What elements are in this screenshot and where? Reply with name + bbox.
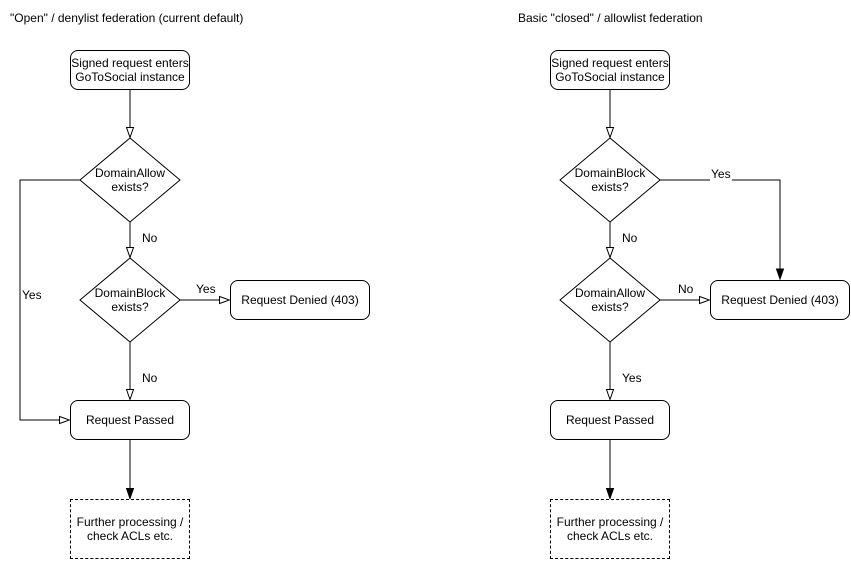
decision2-right-line1: DomainAllow xyxy=(574,286,646,300)
edge-label-decision2-no-left: No xyxy=(141,371,159,385)
decision2-diamond-left xyxy=(79,257,181,343)
node-further-right: Further processing / check ACLs etc. xyxy=(550,499,670,559)
edge-decision1-yes-loop-left xyxy=(19,179,80,420)
node-further-right-line2: check ACLs etc. xyxy=(566,529,654,543)
decision2-label-left: DomainBlock exists? xyxy=(80,286,180,314)
node-start-right-line2: GoToSocial instance xyxy=(555,70,665,84)
node-start-right: Signed request enters GoToSocial instanc… xyxy=(550,50,670,90)
node-further-right-line1: Further processing / xyxy=(556,515,664,529)
node-passed-right-label: Request Passed xyxy=(565,413,655,427)
decision1-right-line2: exists? xyxy=(591,180,629,194)
decision1-left-line1: DomainAllow xyxy=(94,166,166,180)
decision2-right-line2: exists? xyxy=(591,300,629,314)
node-further-left-line2: check ACLs etc. xyxy=(86,529,174,543)
decision1-left-line2: exists? xyxy=(111,180,149,194)
node-denied-right: Request Denied (403) xyxy=(710,280,850,320)
decision2-label-right: DomainAllow exists? xyxy=(560,286,660,314)
decision1-label-left: DomainAllow exists? xyxy=(80,166,180,194)
node-start-right-line1: Signed request enters xyxy=(551,56,669,70)
edge-label-decision1-yes-right: Yes xyxy=(710,167,732,181)
edge-label-decision1-no-left: No xyxy=(141,231,159,245)
decision1-diamond-right xyxy=(559,137,661,223)
chart-title-left: "Open" / denylist federation (current de… xyxy=(10,11,244,25)
decision1-diamond-left xyxy=(79,137,181,223)
decision1-label-right: DomainBlock exists? xyxy=(560,166,660,194)
node-denied-left-label: Request Denied (403) xyxy=(241,293,359,307)
node-passed-left-label: Request Passed xyxy=(85,413,175,427)
node-start-left-line1: Signed request enters xyxy=(71,56,189,70)
node-start-left-line2: GoToSocial instance xyxy=(75,70,185,84)
decision1-right-line1: DomainBlock xyxy=(574,166,646,180)
node-start-left: Signed request enters GoToSocial instanc… xyxy=(70,50,190,90)
node-further-left: Further processing / check ACLs etc. xyxy=(70,499,190,559)
chart-title-right: Basic "closed" / allowlist federation xyxy=(518,11,703,25)
node-denied-left: Request Denied (403) xyxy=(230,280,370,320)
decision2-diamond-right xyxy=(559,257,661,343)
node-denied-right-label: Request Denied (403) xyxy=(721,293,839,307)
edge-label-decision2-no-right: No xyxy=(677,282,695,296)
decision2-left-line2: exists? xyxy=(111,300,149,314)
decision2-left-line1: DomainBlock xyxy=(94,286,166,300)
node-passed-right: Request Passed xyxy=(550,400,670,440)
node-further-left-line1: Further processing / xyxy=(76,515,184,529)
edge-label-decision1-yes-left: Yes xyxy=(21,288,43,302)
edge-label-decision2-yes-left: Yes xyxy=(195,282,217,296)
node-passed-left: Request Passed xyxy=(70,400,190,440)
edge-label-decision1-no-right: No xyxy=(621,231,639,245)
edge-decision1-yes-to-denied-right xyxy=(660,179,780,279)
edge-label-decision2-yes-right: Yes xyxy=(621,371,643,385)
